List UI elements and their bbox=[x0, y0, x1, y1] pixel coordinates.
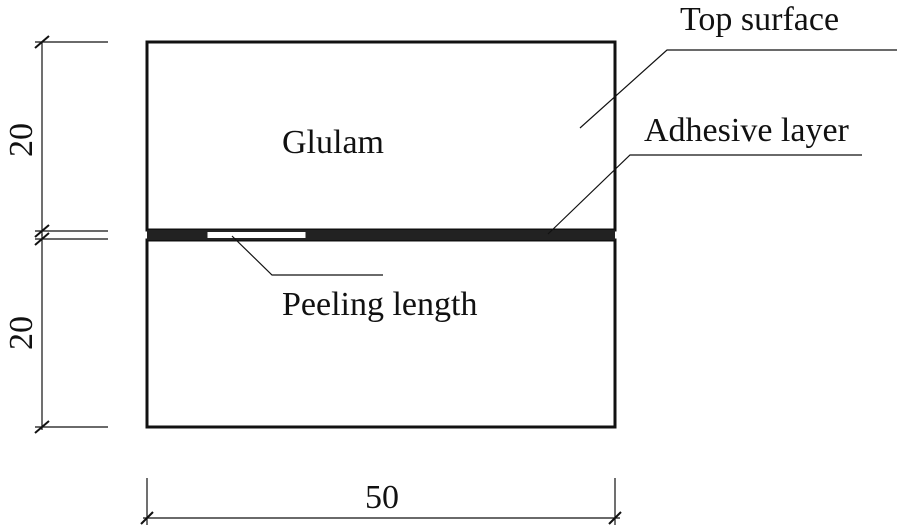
upper-height-value: 20 bbox=[3, 123, 40, 157]
width-value: 50 bbox=[365, 479, 399, 516]
peeling-length-label: Peeling length bbox=[282, 286, 477, 323]
adhesive-layer bbox=[147, 230, 615, 240]
peeling-length-gap bbox=[206, 231, 307, 239]
peeling-length-leader bbox=[231, 235, 383, 276]
width-dimension bbox=[140, 478, 622, 525]
adhesive-layer-leader bbox=[547, 154, 862, 235]
upper-height-dimension bbox=[34, 35, 108, 238]
glulam-label: Glulam bbox=[282, 124, 384, 161]
adhesive-layer-label: Adhesive layer bbox=[644, 112, 850, 149]
lower-glulam-block bbox=[145, 238, 617, 429]
top-surface-label: Top surface bbox=[680, 1, 839, 38]
lower-height-value: 20 bbox=[3, 316, 40, 350]
top-surface-leader bbox=[579, 49, 897, 129]
lower-height-dimension bbox=[34, 232, 108, 434]
